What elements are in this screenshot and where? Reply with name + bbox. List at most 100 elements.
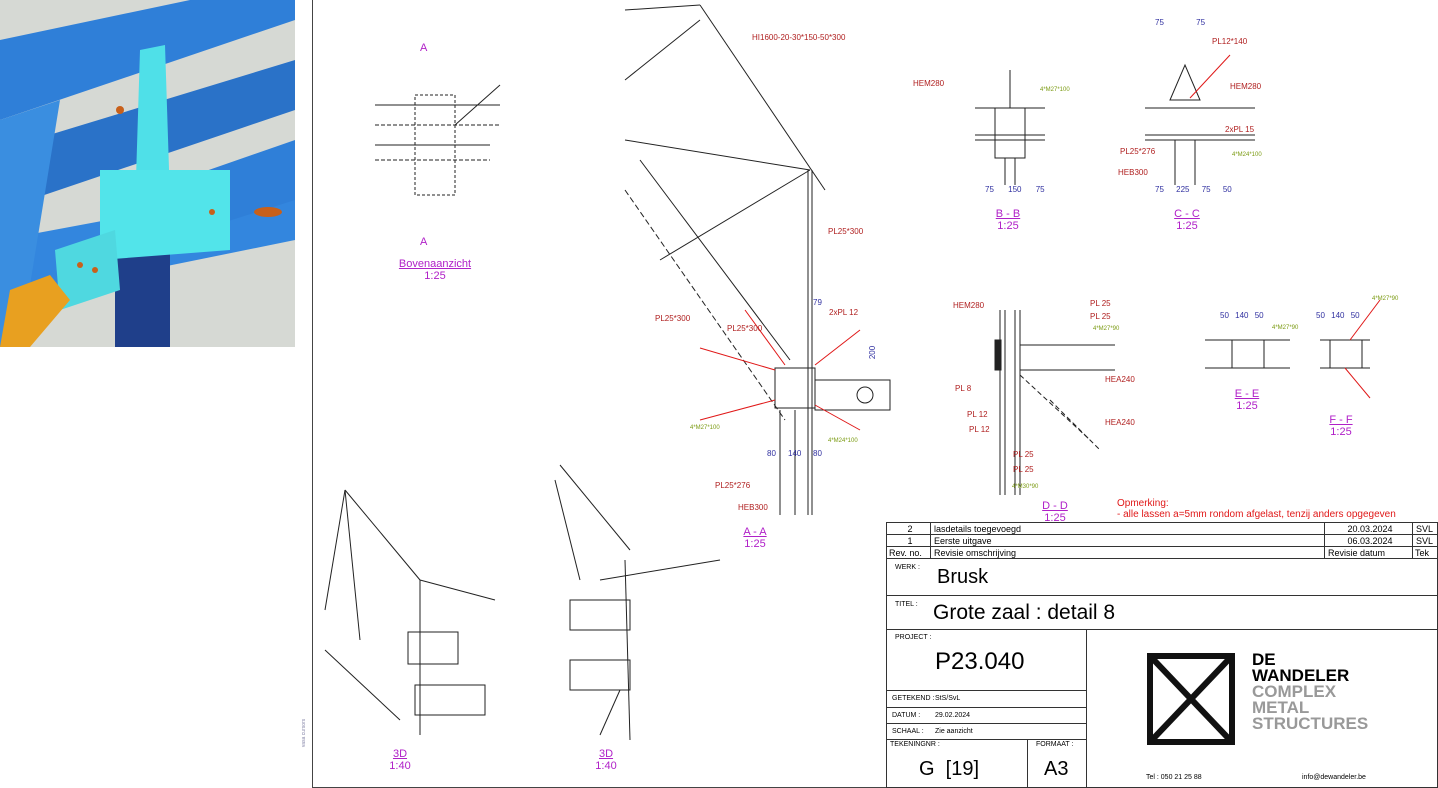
bolt-label: 4*M27*100 bbox=[1040, 87, 1070, 93]
company-line: WANDELER bbox=[1252, 666, 1350, 685]
rev-date: 06.03.2024 bbox=[1325, 535, 1413, 547]
titel-label: TITEL : bbox=[895, 601, 918, 608]
company-line: STRUCTURES bbox=[1252, 714, 1369, 733]
label-pl: PL12*140 bbox=[1212, 37, 1248, 46]
tekeningnr-label: TEKENINGNR : bbox=[890, 741, 940, 748]
rev-date-header: Revisie datum bbox=[1325, 547, 1413, 559]
company-phone: Tel : 050 21 25 88 bbox=[1146, 774, 1202, 781]
dimension-chain: 75 75 bbox=[1155, 18, 1206, 27]
3d-render-preview bbox=[0, 0, 295, 347]
view-name: D - D bbox=[1042, 500, 1068, 512]
label-profile: HEM280 bbox=[953, 301, 985, 310]
werk-label: WERK : bbox=[895, 564, 920, 571]
view-scale: 1:25 bbox=[424, 270, 446, 282]
dimension: 80 bbox=[767, 449, 776, 458]
rev-no: 2 bbox=[887, 523, 931, 535]
schaal-value: Zie aanzicht bbox=[935, 728, 973, 735]
rev-tek: SVL bbox=[1416, 536, 1434, 546]
truss-drawing bbox=[624, 4, 891, 515]
formaat-field: FORMAAT : A3 bbox=[1028, 739, 1087, 788]
section-dd-drawing bbox=[994, 310, 1115, 495]
label-pl: PL 25 bbox=[1013, 450, 1034, 459]
datum-label: DATUM : bbox=[892, 712, 921, 719]
label-profile: HEB300 bbox=[1118, 168, 1148, 177]
weld-leaders bbox=[699, 54, 1381, 431]
label-profile: HEM280 bbox=[913, 79, 945, 88]
iso-view-1-drawing bbox=[324, 489, 496, 735]
view-name: F - F bbox=[1329, 414, 1353, 426]
bolt-label: 4*M27*100 bbox=[690, 425, 720, 431]
revision-header: Rev. no. Revisie omschrijving Revisie da… bbox=[887, 547, 1437, 559]
top-view-drawing bbox=[375, 84, 501, 196]
section-ff-drawing bbox=[1320, 339, 1370, 369]
revision-row: 2 lasdetails toegevoegd 20.03.2024 SVL bbox=[887, 523, 1437, 535]
dimension-chain: 50 140 50 bbox=[1220, 311, 1264, 320]
label-pl: PL25*300 bbox=[727, 324, 763, 333]
project-label: PROJECT : bbox=[895, 634, 932, 641]
formaat-value: A3 bbox=[1044, 758, 1069, 780]
section-cc-drawing bbox=[1145, 63, 1255, 185]
schaal-field: SCHAAL : Zie aanzicht bbox=[887, 723, 1086, 739]
dimension: 200 bbox=[868, 345, 878, 360]
getekend-value: StS/SvL bbox=[935, 695, 961, 702]
rev-no: 1 bbox=[887, 535, 931, 547]
label-pl: PL25*300 bbox=[655, 314, 691, 323]
section-marker-a-top: A bbox=[420, 42, 428, 54]
view-scale: 1:25 bbox=[744, 538, 766, 550]
section-ee-drawing bbox=[1205, 339, 1290, 369]
revision-row: 1 Eerste uitgave 06.03.2024 SVL bbox=[887, 535, 1437, 547]
note-text: - alle lassen a=5mm rondom afgelast, ten… bbox=[1117, 509, 1396, 520]
bolt-label: 4*M27*90 bbox=[1093, 326, 1120, 332]
general-note: Opmerking: - alle lassen a=5mm rondom af… bbox=[1117, 498, 1396, 520]
project-value: P23.040 bbox=[935, 648, 1025, 675]
label-pl: PL25*276 bbox=[715, 481, 751, 490]
view-scale: 1:40 bbox=[595, 760, 617, 772]
schaal-label: SCHAAL : bbox=[892, 728, 924, 735]
werk-field: WERK : Brusk bbox=[887, 560, 1437, 596]
company-line: COMPLEX bbox=[1252, 682, 1337, 701]
getekend-label: GETEKEND : bbox=[892, 695, 935, 702]
title-block: 2 lasdetails toegevoegd 20.03.2024 SVL 1… bbox=[886, 522, 1438, 788]
getekend-field: GETEKEND :StS/SvL bbox=[887, 690, 1086, 706]
section-marker-a-bottom: A bbox=[420, 236, 428, 248]
bolt-label: 4*M24*100 bbox=[828, 438, 858, 444]
section-bb-drawing bbox=[975, 70, 1045, 185]
titel-value: Grote zaal : detail 8 bbox=[933, 601, 1116, 624]
3d-structure-image bbox=[0, 0, 295, 347]
company-block: DE WANDELER COMPLEX METAL STRUCTURES Tel… bbox=[1087, 630, 1437, 788]
werk-value: Brusk bbox=[937, 566, 989, 588]
view-scale: 1:40 bbox=[389, 760, 411, 772]
view-name: E - E bbox=[1234, 388, 1260, 400]
label-pl: PL 25 bbox=[1090, 312, 1111, 321]
view-name: B - B bbox=[995, 208, 1021, 220]
rev-no-header: Rev. no. bbox=[887, 547, 931, 559]
company-line: METAL bbox=[1252, 698, 1310, 717]
label-pl: PL 8 bbox=[955, 384, 972, 393]
company-email[interactable]: info@dewandeler.be bbox=[1302, 774, 1366, 781]
label-pl: PL 12 bbox=[969, 425, 990, 434]
view-scale: 1:25 bbox=[1236, 400, 1258, 412]
note-title: Opmerking: bbox=[1117, 498, 1169, 509]
dimension-chain: 50 140 50 bbox=[1316, 311, 1360, 320]
label-profile: HEA240 bbox=[1105, 418, 1135, 427]
view-name: Bovenaanzicht bbox=[398, 258, 472, 270]
formaat-label: FORMAAT : bbox=[1036, 741, 1074, 748]
label-hi: HI1600-20-30*150-50*300 bbox=[752, 33, 846, 42]
view-scale: 1:25 bbox=[997, 220, 1019, 232]
titel-field: TITEL : Grote zaal : detail 8 bbox=[887, 596, 1437, 630]
view-scale: 1:25 bbox=[1044, 512, 1066, 524]
view-scale: 1:25 bbox=[1176, 220, 1198, 232]
tekeningnr-field: TEKENINGNR : G [19] bbox=[887, 739, 1028, 788]
label-pl: PL25*276 bbox=[1120, 147, 1156, 156]
rev-tek: SVL bbox=[1416, 524, 1434, 534]
label-pl: PL 12 bbox=[967, 410, 988, 419]
label-profile: HEM280 bbox=[1230, 82, 1262, 91]
